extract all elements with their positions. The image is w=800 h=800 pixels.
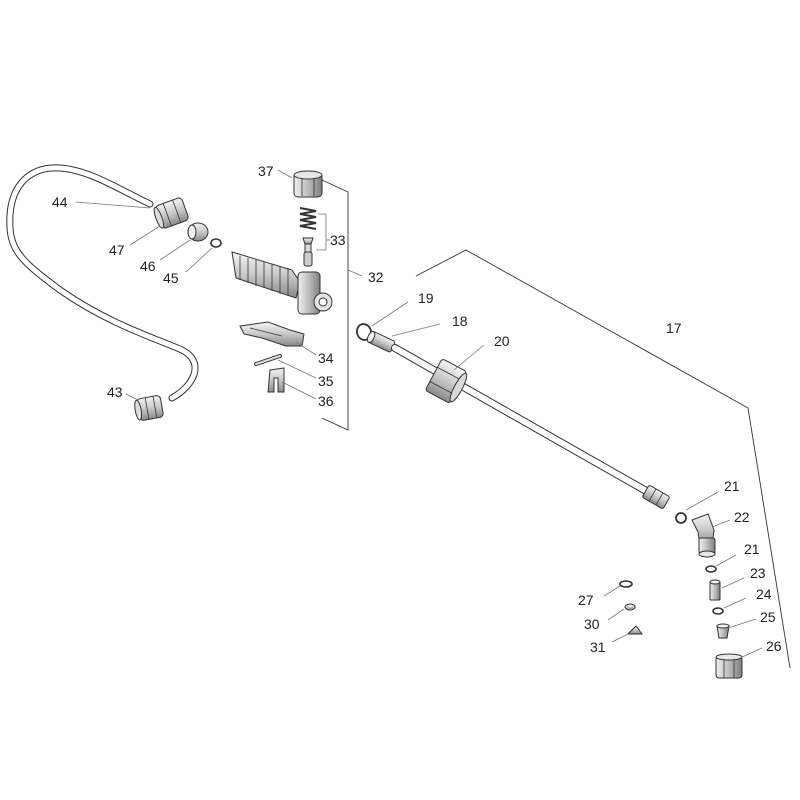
o-ring	[675, 512, 687, 524]
part-label-33: 33	[330, 232, 346, 248]
lance-tube	[391, 344, 652, 496]
part-label-43: 43	[107, 384, 123, 400]
part-label-23: 23	[750, 565, 766, 581]
part-label-21-lower: 21	[744, 541, 760, 557]
trigger-lever	[239, 321, 305, 347]
part-label-44: 44	[52, 194, 68, 210]
safety-clip	[267, 367, 285, 393]
o-ring	[356, 323, 372, 341]
lance-nut	[425, 359, 468, 403]
washer	[712, 607, 724, 615]
part-label-32: 32	[368, 269, 384, 285]
nozzle-cone	[626, 625, 643, 635]
washer	[705, 565, 717, 573]
lance-fitting	[366, 330, 396, 353]
group-bracket-32	[321, 179, 349, 431]
gun-body	[231, 251, 333, 315]
hose-nut	[153, 197, 189, 229]
part-label-47: 47	[109, 242, 125, 258]
nozzle-insert	[709, 579, 721, 601]
valve-spring	[299, 207, 317, 230]
part-label-36: 36	[318, 393, 334, 409]
leader-lines	[75, 169, 763, 659]
part-label-30: 30	[584, 616, 600, 632]
nozzle-cap	[715, 653, 743, 679]
part-label-46: 46	[140, 258, 156, 274]
part-label-34: 34	[318, 350, 334, 366]
hose-end-nut	[134, 395, 164, 421]
valve-stem	[302, 237, 314, 267]
lance-tip	[642, 485, 670, 509]
part-label-37: 37	[258, 163, 274, 179]
washer	[619, 580, 633, 588]
part-label-26: 26	[766, 638, 782, 654]
part-label-35: 35	[318, 373, 334, 389]
part-label-25: 25	[760, 609, 776, 625]
hose	[6, 164, 199, 402]
washer-thick	[624, 603, 636, 611]
nozzle-elbow	[691, 513, 716, 558]
part-label-45: 45	[163, 270, 179, 286]
nozzle-tip	[716, 623, 730, 639]
part-label-21-upper: 21	[724, 478, 740, 494]
bushing	[187, 222, 209, 242]
part-label-31: 31	[590, 639, 606, 655]
o-ring	[210, 238, 222, 248]
group-bracket-17	[415, 249, 791, 669]
part-label-27: 27	[578, 592, 594, 608]
part-label-24: 24	[756, 586, 772, 602]
trigger-pin	[254, 354, 282, 366]
part-label-17: 17	[666, 320, 682, 336]
valve-cap	[293, 170, 323, 198]
part-label-22: 22	[734, 509, 750, 525]
part-labels: 44 47 46 45 43 37 33 32 34 35 36 19 18 2…	[52, 163, 782, 655]
part-label-19: 19	[418, 290, 434, 306]
part-label-18: 18	[452, 313, 468, 329]
part-label-20: 20	[494, 333, 510, 349]
